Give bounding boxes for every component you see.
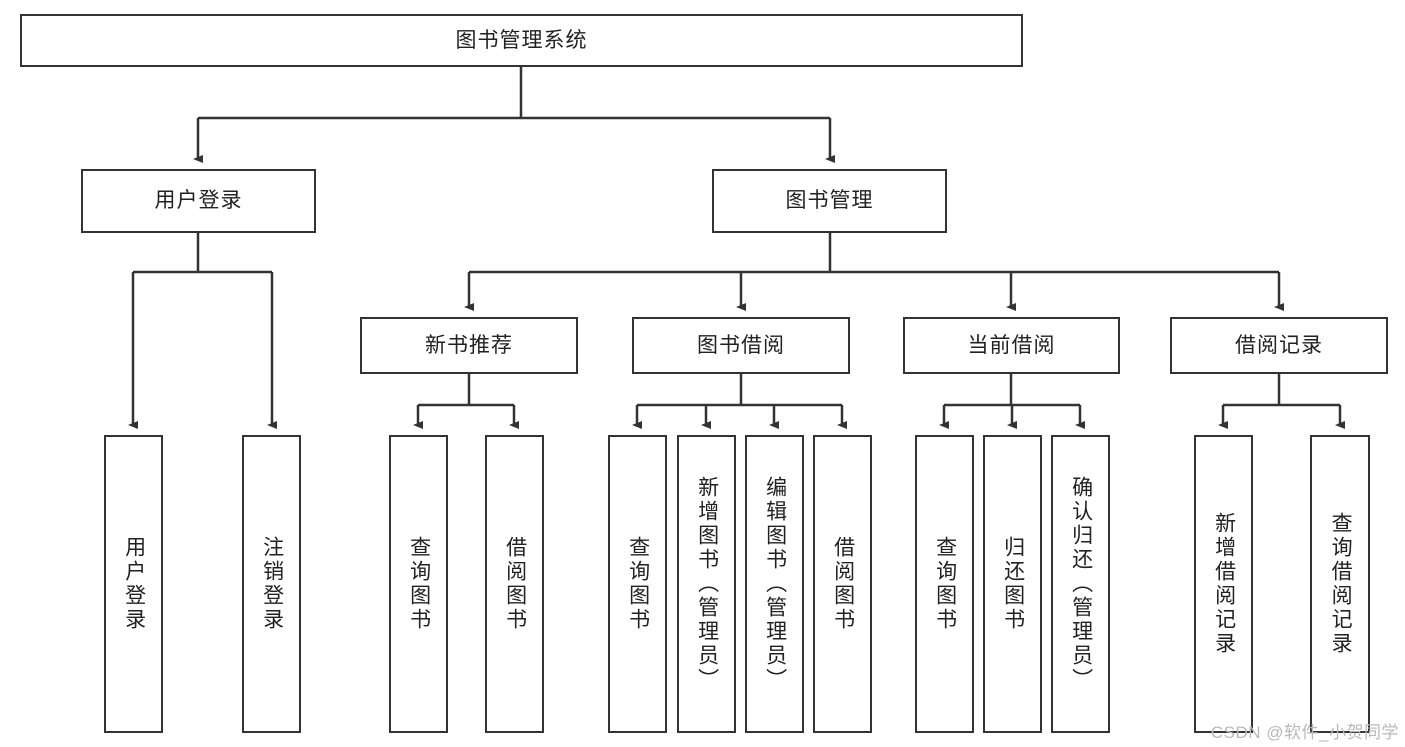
node-book-management[interactable]: 图书管理 — [712, 169, 947, 233]
leaf-query-book-borrow[interactable]: 查询图书 — [608, 435, 667, 733]
leaf-query-book-borrow-label: 查询图书 — [626, 536, 650, 632]
leaf-confirm-return-admin[interactable]: 确认归还（管理员） — [1051, 435, 1110, 733]
leaf-return-book-label: 归还图书 — [1001, 536, 1025, 632]
watermark-text: CSDN @软件_小贺同学 — [1210, 723, 1399, 742]
leaf-query-book-newbook-label: 查询图书 — [407, 536, 431, 632]
leaf-query-book-current-label: 查询图书 — [933, 536, 957, 632]
leaf-return-book[interactable]: 归还图书 — [983, 435, 1042, 733]
leaf-user-login[interactable]: 用户登录 — [104, 435, 163, 733]
leaf-logout-label: 注销登录 — [260, 536, 284, 632]
node-book-management-label: 图书管理 — [785, 189, 874, 213]
node-user-login-label: 用户登录 — [154, 189, 243, 213]
node-new-book-recommend-label: 新书推荐 — [425, 333, 513, 357]
leaf-query-borrow-record[interactable]: 查询借阅记录 — [1310, 435, 1370, 733]
leaf-confirm-return-admin-label: 确认归还（管理员） — [1069, 476, 1093, 692]
leaf-user-login-label: 用户登录 — [122, 536, 146, 632]
leaf-add-borrow-record-label: 新增借阅记录 — [1212, 512, 1236, 656]
node-current-borrow-label: 当前借阅 — [967, 333, 1056, 357]
leaf-borrow-book-newbook-label: 借阅图书 — [503, 536, 527, 632]
leaf-query-book-newbook[interactable]: 查询图书 — [389, 435, 448, 733]
node-book-borrow-label: 图书借阅 — [697, 333, 785, 357]
leaf-borrow-book-newbook[interactable]: 借阅图书 — [485, 435, 544, 733]
node-new-book-recommend[interactable]: 新书推荐 — [360, 317, 578, 374]
leaf-logout[interactable]: 注销登录 — [242, 435, 301, 733]
leaf-add-borrow-record[interactable]: 新增借阅记录 — [1194, 435, 1253, 733]
node-book-borrow[interactable]: 图书借阅 — [632, 317, 850, 374]
node-root-label: 图书管理系统 — [455, 28, 588, 52]
leaf-add-book-admin[interactable]: 新增图书（管理员） — [677, 435, 736, 733]
leaf-edit-book-admin-label: 编辑图书（管理员） — [763, 476, 787, 692]
node-root[interactable]: 图书管理系统 — [20, 14, 1023, 67]
node-borrow-record-label: 借阅记录 — [1235, 333, 1323, 357]
leaf-add-book-admin-label: 新增图书（管理员） — [695, 476, 719, 692]
node-user-login[interactable]: 用户登录 — [81, 169, 316, 233]
node-current-borrow[interactable]: 当前借阅 — [903, 317, 1120, 374]
leaf-borrow-book[interactable]: 借阅图书 — [813, 435, 872, 733]
leaf-query-book-current[interactable]: 查询图书 — [915, 435, 974, 733]
node-borrow-record[interactable]: 借阅记录 — [1170, 317, 1388, 374]
leaf-edit-book-admin[interactable]: 编辑图书（管理员） — [745, 435, 804, 733]
leaf-query-borrow-record-label: 查询借阅记录 — [1329, 512, 1353, 656]
leaf-borrow-book-label: 借阅图书 — [831, 536, 855, 632]
